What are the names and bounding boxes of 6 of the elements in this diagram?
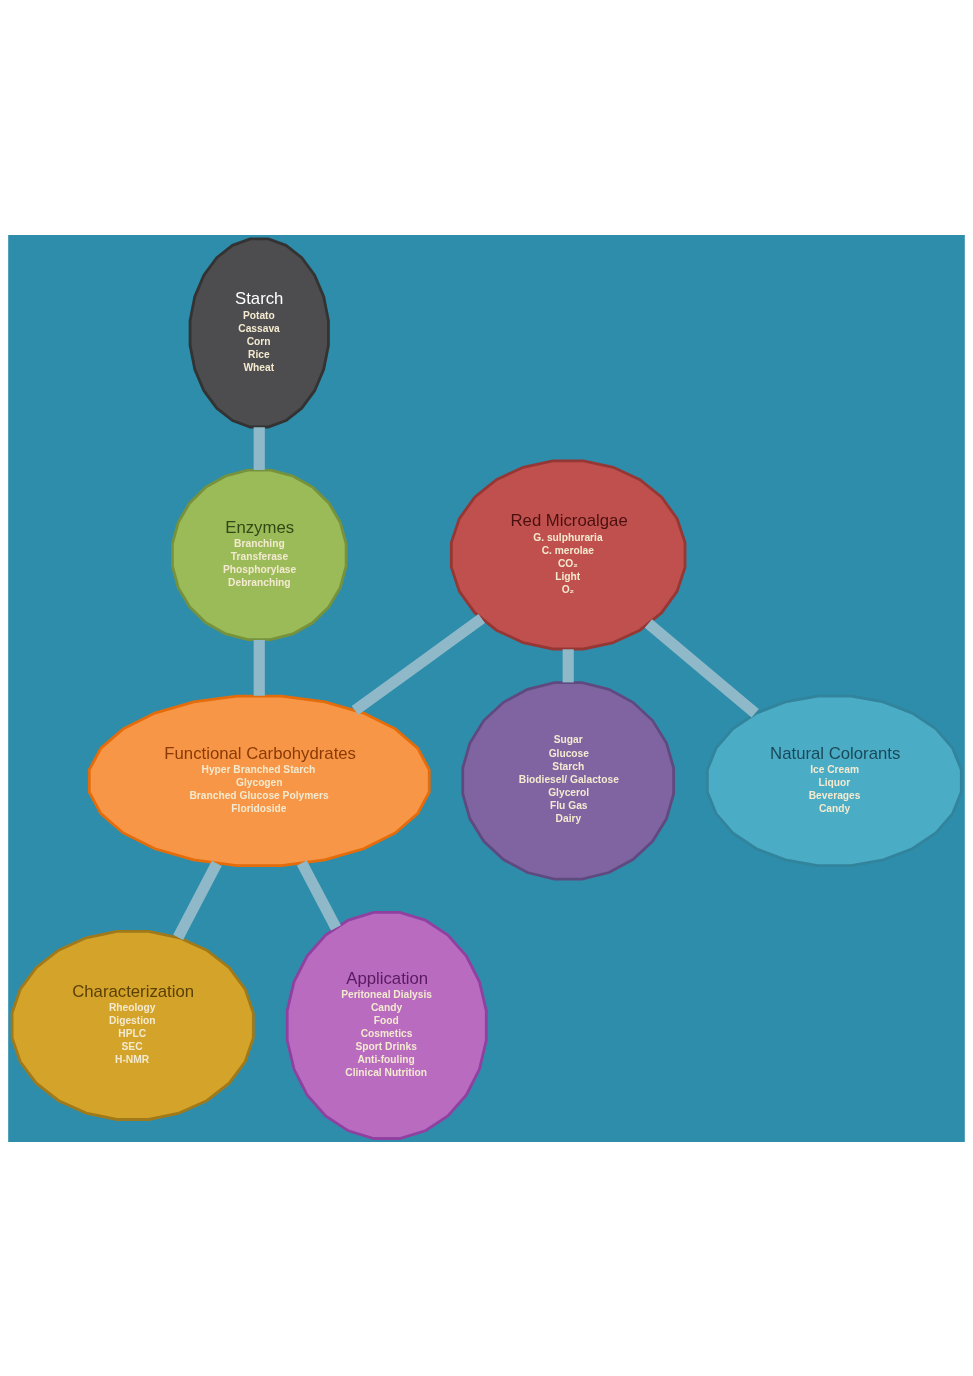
connector [562, 648, 574, 682]
connector [173, 860, 222, 940]
connector [644, 618, 759, 718]
connector [296, 859, 341, 930]
connector [253, 639, 265, 696]
connector [351, 613, 485, 715]
